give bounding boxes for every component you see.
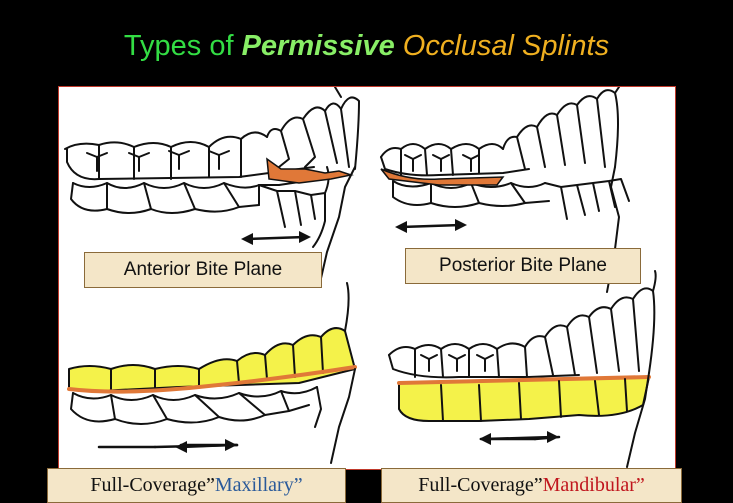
- mandibular-caption-prefix: Full-Coverage”: [418, 474, 543, 496]
- maxillary-caption-prefix: Full-Coverage”: [90, 474, 215, 496]
- maxillary-caption-word: Maxillary”: [214, 474, 303, 496]
- slide-title: Types of Permissive Occlusal Splints: [0, 30, 733, 63]
- posterior-bite-plane-drawing: [380, 87, 630, 293]
- title-part-2: Permissive: [241, 30, 395, 62]
- posterior-splint: [380, 168, 505, 186]
- title-part-1: Types of: [123, 30, 242, 62]
- full-coverage-maxillary-drawing: [67, 282, 357, 464]
- anterior-bite-plane-label: Anterior Bite Plane: [84, 252, 322, 288]
- mandibular-caption-word: Mandibular”: [542, 474, 645, 496]
- teeth-diagram: [64, 87, 657, 468]
- movement-arrows: [175, 219, 559, 453]
- blank-patch-right: [421, 319, 521, 341]
- blank-patch-left: [131, 301, 251, 335]
- posterior-bite-plane-label: Posterior Bite Plane: [405, 248, 641, 284]
- full-coverage-maxillary-caption: Full-Coverage” Maxillary”: [47, 468, 346, 503]
- anterior-bite-plane-drawing: [64, 87, 360, 288]
- title-part-3: Occlusal Splints: [394, 30, 610, 62]
- anterior-splint: [266, 157, 354, 184]
- full-coverage-mandibular-drawing: [388, 270, 657, 468]
- full-coverage-mandibular-caption: Full-Coverage” Mandibular”: [381, 468, 682, 503]
